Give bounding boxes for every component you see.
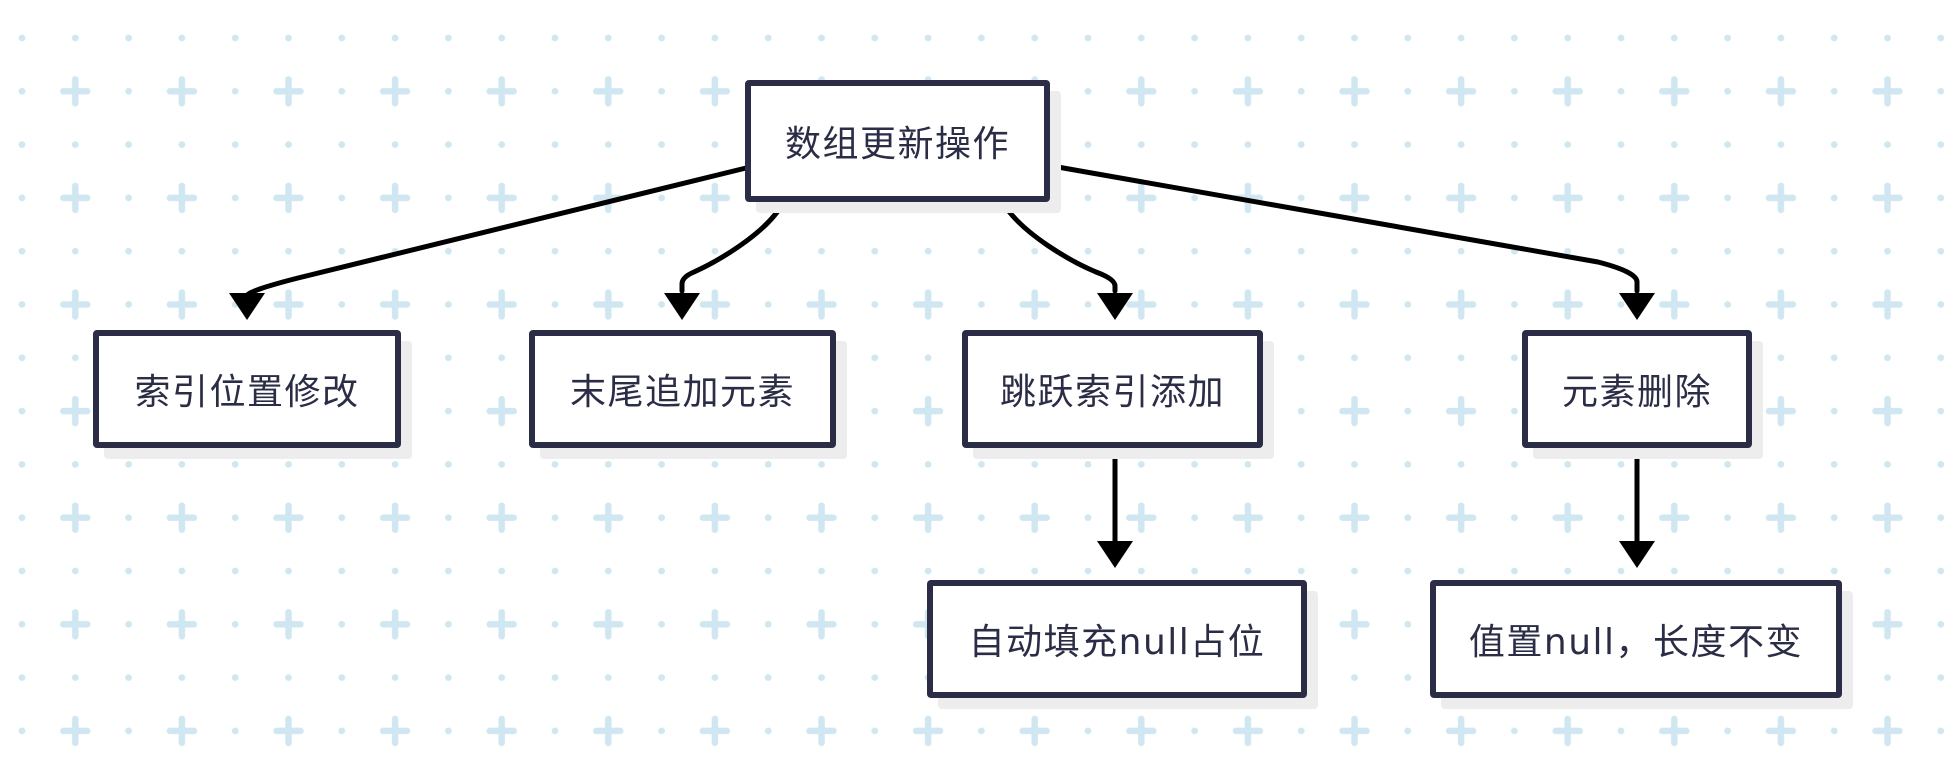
node-label: 数组更新操作 — [784, 124, 1010, 165]
node-autofill-null: 自动填充null占位 — [927, 580, 1307, 698]
node-set-null-length-unchanged: 值置null，长度不变 — [1430, 580, 1842, 698]
edge-jump-to-autofill — [1097, 447, 1133, 568]
node-label: 值置null，长度不变 — [1468, 622, 1804, 663]
edge-delete-to-setnull — [1619, 447, 1655, 568]
node-label: 自动填充null占位 — [968, 622, 1266, 663]
edge-root-to-jump — [1000, 200, 1133, 320]
node-element-delete: 元素删除 — [1522, 330, 1752, 448]
edge-root-to-modify — [229, 165, 749, 320]
node-label: 索引位置修改 — [134, 372, 360, 413]
node-tail-append: 末尾追加元素 — [529, 330, 836, 448]
node-jump-index-add: 跳跃索引添加 — [962, 330, 1263, 448]
node-label: 跳跃索引添加 — [999, 372, 1225, 413]
node-label: 末尾追加元素 — [569, 372, 795, 413]
edge-root-to-delete — [1049, 163, 1655, 320]
edge-root-to-append — [664, 200, 786, 320]
node-label: 元素删除 — [1561, 372, 1712, 413]
node-index-modify: 索引位置修改 — [93, 330, 401, 448]
node-array-update-root: 数组更新操作 — [745, 80, 1050, 202]
